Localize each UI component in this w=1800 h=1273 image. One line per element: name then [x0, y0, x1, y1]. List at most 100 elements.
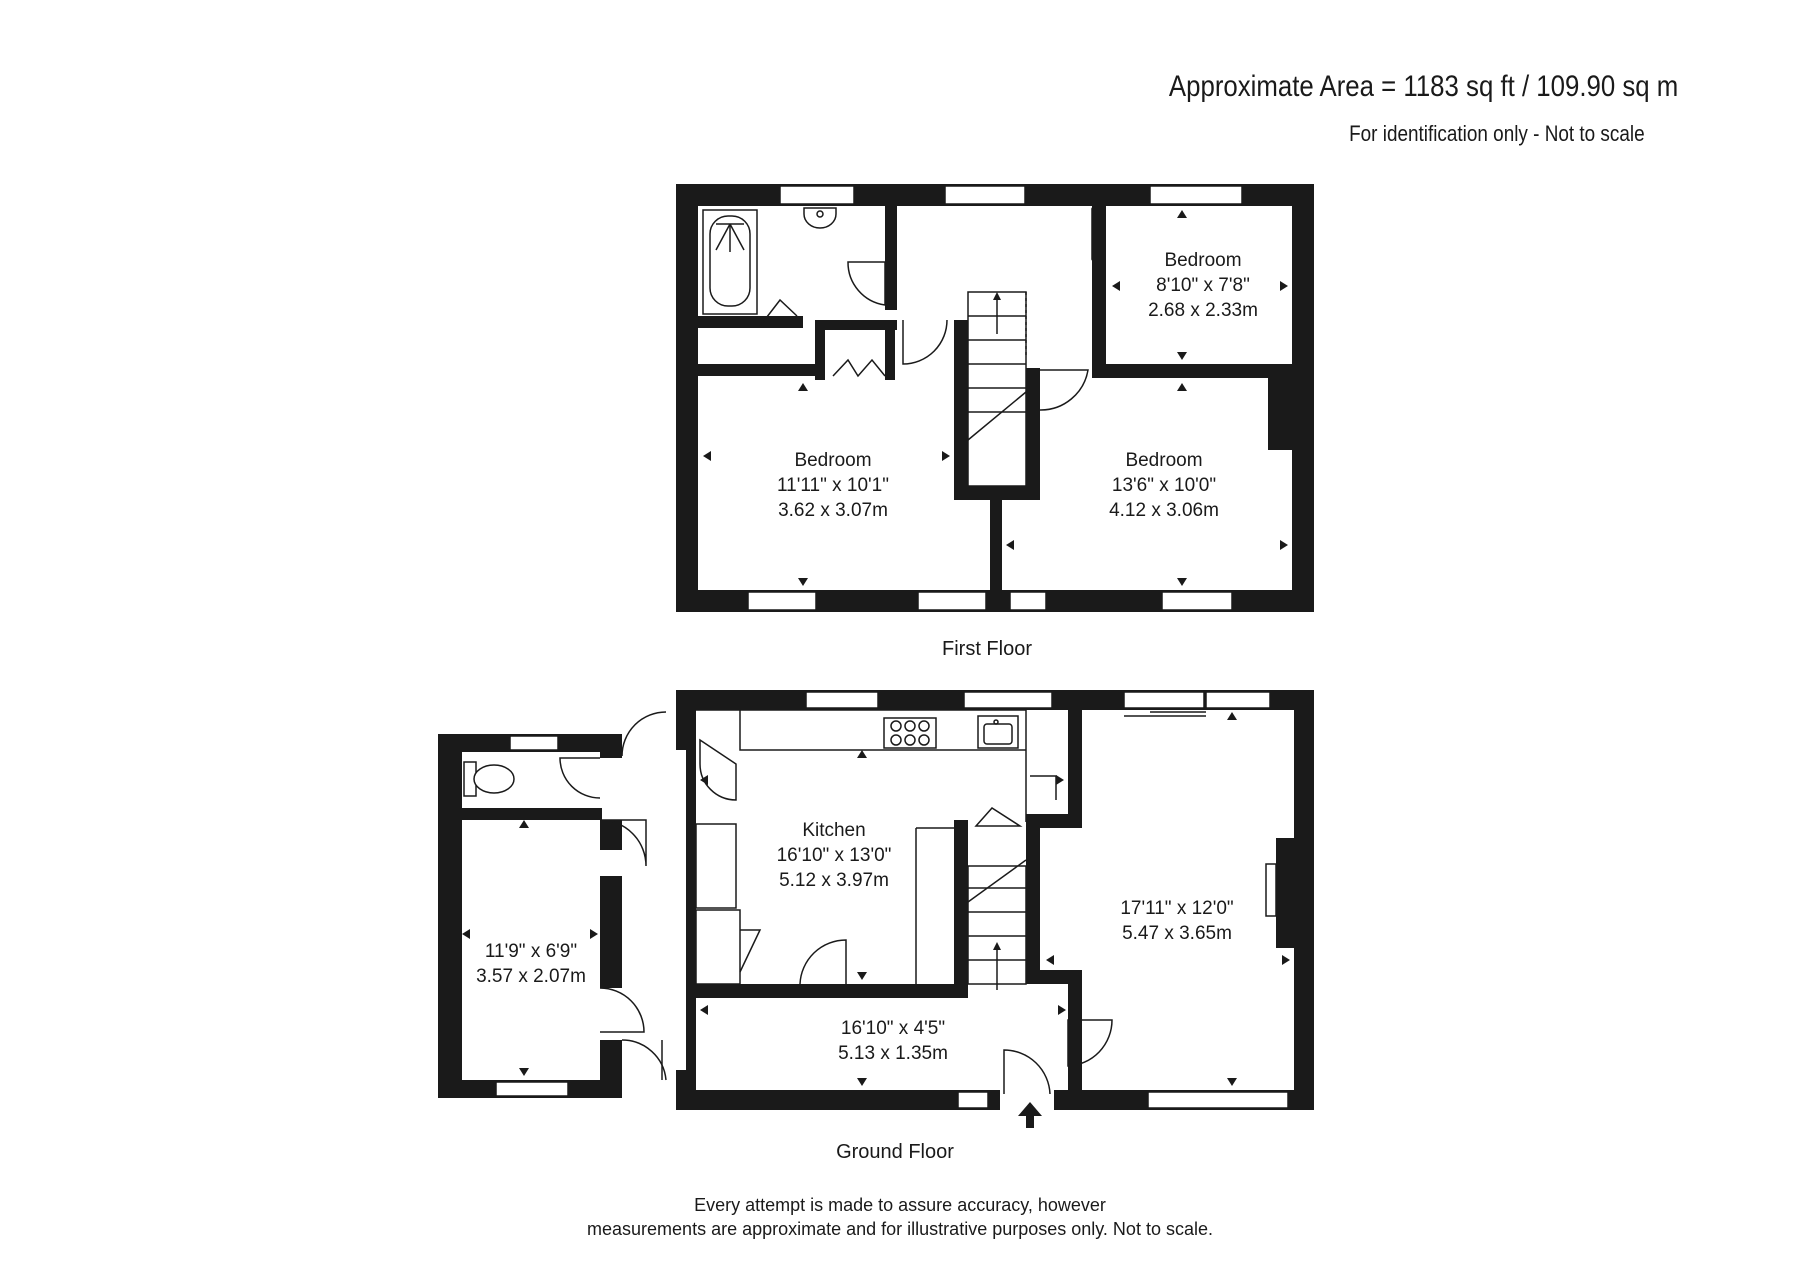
room-size-imperial: 17'11" x 12'0" — [1120, 898, 1234, 919]
door-swing — [799, 939, 847, 985]
hob-icon — [883, 717, 937, 749]
living-wall — [1068, 970, 1082, 1092]
annex-wall — [600, 876, 622, 988]
window — [957, 1091, 989, 1109]
kitchen-wall-bottom — [696, 984, 966, 998]
ground-floor-label: Ground Floor — [836, 1141, 954, 1163]
room-label-kitchen: Kitchen 16'10" x 13'0" 5.12 x 3.97m — [777, 818, 892, 893]
stair-wall — [954, 820, 968, 998]
window — [963, 691, 1053, 709]
window — [509, 735, 559, 751]
chimney-breast — [1276, 838, 1294, 948]
fireplace — [1265, 863, 1277, 917]
first-floor-plan — [676, 184, 1314, 612]
door-swing — [599, 987, 645, 1033]
room-label-bedroom-left: Bedroom 11'11" x 10'1" 3.62 x 3.07m — [777, 448, 889, 523]
ground-floor-plan — [438, 690, 1314, 1128]
kitchen-wall-left — [686, 750, 696, 1086]
room-size-metric: 4.12 x 3.06m — [1109, 500, 1219, 521]
room-size-metric: 2.68 x 2.33m — [1148, 300, 1258, 321]
toilet-icon — [463, 761, 515, 797]
patio-door — [1123, 691, 1205, 709]
door-swing — [1091, 207, 1100, 261]
chimney-breast — [1268, 378, 1292, 450]
door-swing — [759, 298, 798, 327]
room-size-imperial: 11'11" x 10'1" — [777, 475, 889, 496]
window — [1149, 185, 1243, 205]
window — [747, 591, 817, 611]
small-bedroom-wall — [1092, 206, 1106, 366]
disclaimer: Every attempt is made to assure accuracy… — [587, 1193, 1213, 1241]
room-size-imperial: 16'10" x 4'5" — [840, 1018, 946, 1039]
small-bedroom-wall — [1092, 364, 1292, 378]
entrance-arrow-icon — [1018, 1102, 1042, 1128]
ground-floor-wall-right — [1294, 690, 1314, 1110]
wc-wall — [462, 808, 602, 820]
window — [1161, 591, 1233, 611]
bedroom-partition — [990, 486, 1002, 596]
room-size-metric: 5.13 x 1.35m — [838, 1043, 948, 1064]
first-floor-wall-left — [676, 184, 698, 612]
room-size-metric: 5.12 x 3.97m — [779, 870, 889, 891]
bathroom-wall — [885, 206, 897, 310]
first-floor-label: First Floor — [942, 638, 1032, 660]
annex-wall-left — [438, 734, 462, 1098]
room-size-metric: 5.47 x 3.65m — [1122, 923, 1232, 944]
bedroom-wall — [697, 364, 815, 376]
bathroom-wall — [697, 316, 803, 328]
identification-note: For identification only - Not to scale — [1349, 121, 1645, 146]
window — [495, 1081, 569, 1097]
room-name: Kitchen — [802, 820, 866, 841]
door-swing — [974, 807, 1023, 827]
front-door-swing — [1003, 1049, 1051, 1095]
door-swing — [847, 261, 886, 306]
window — [944, 185, 1026, 205]
annex-wall — [600, 734, 622, 758]
room-label-bedroom-small: Bedroom 8'10" x 7'8" 2.68 x 2.33m — [1148, 248, 1258, 323]
cupboard-wall — [815, 320, 897, 330]
disclaimer-line: Every attempt is made to assure accuracy… — [694, 1195, 1106, 1215]
sink-icon — [977, 715, 1019, 749]
room-name: Bedroom — [794, 450, 872, 471]
room-size-imperial: 8'10" x 7'8" — [1156, 275, 1250, 296]
basin-icon — [803, 207, 837, 229]
door-swing — [699, 738, 737, 801]
ground-floor-wall-left — [676, 690, 696, 750]
stair-wall — [1026, 368, 1040, 500]
kitchen-counter — [739, 710, 1026, 751]
stair-wall — [954, 320, 968, 500]
bath-icon — [702, 209, 758, 315]
kitchen-unit — [695, 909, 741, 985]
living-wall — [1026, 814, 1040, 980]
window — [917, 591, 987, 611]
window — [805, 691, 879, 709]
cupboard-doors — [832, 358, 886, 378]
room-label-hall: 16'10" x 4'5" 5.13 x 1.35m — [838, 1016, 948, 1066]
first-floor-wall-right — [1292, 184, 1314, 612]
room-size-metric: 3.57 x 2.07m — [476, 966, 586, 987]
living-wall — [1068, 706, 1082, 824]
annex-wall — [600, 1040, 622, 1098]
cupboard-wall — [815, 320, 825, 380]
door-swing — [559, 757, 601, 799]
door-swing — [599, 819, 647, 867]
room-size-imperial: 13'6" x 10'0" — [1111, 475, 1217, 496]
approximate-area: Approximate Area = 1183 sq ft / 109.90 s… — [1168, 70, 1678, 103]
room-name: Bedroom — [1164, 250, 1242, 271]
disclaimer-line: measurements are approximate and for ill… — [587, 1219, 1213, 1239]
window — [1147, 1091, 1289, 1109]
annex-wall — [600, 820, 622, 850]
door-swing — [1067, 1019, 1113, 1067]
window — [779, 185, 855, 205]
room-name: Bedroom — [1125, 450, 1203, 471]
window — [1009, 591, 1047, 611]
kitchen-corner — [1030, 775, 1057, 800]
first-floor-wall-bottom — [676, 590, 1314, 612]
door-swing — [902, 319, 948, 365]
cupboard-wall — [885, 320, 895, 380]
room-size-metric: 3.62 x 3.07m — [778, 500, 888, 521]
room-label-side-room: 11'9" x 6'9" 3.57 x 2.07m — [476, 939, 586, 989]
door-swing — [1039, 369, 1089, 411]
ground-floor-wall-top — [676, 690, 1122, 710]
